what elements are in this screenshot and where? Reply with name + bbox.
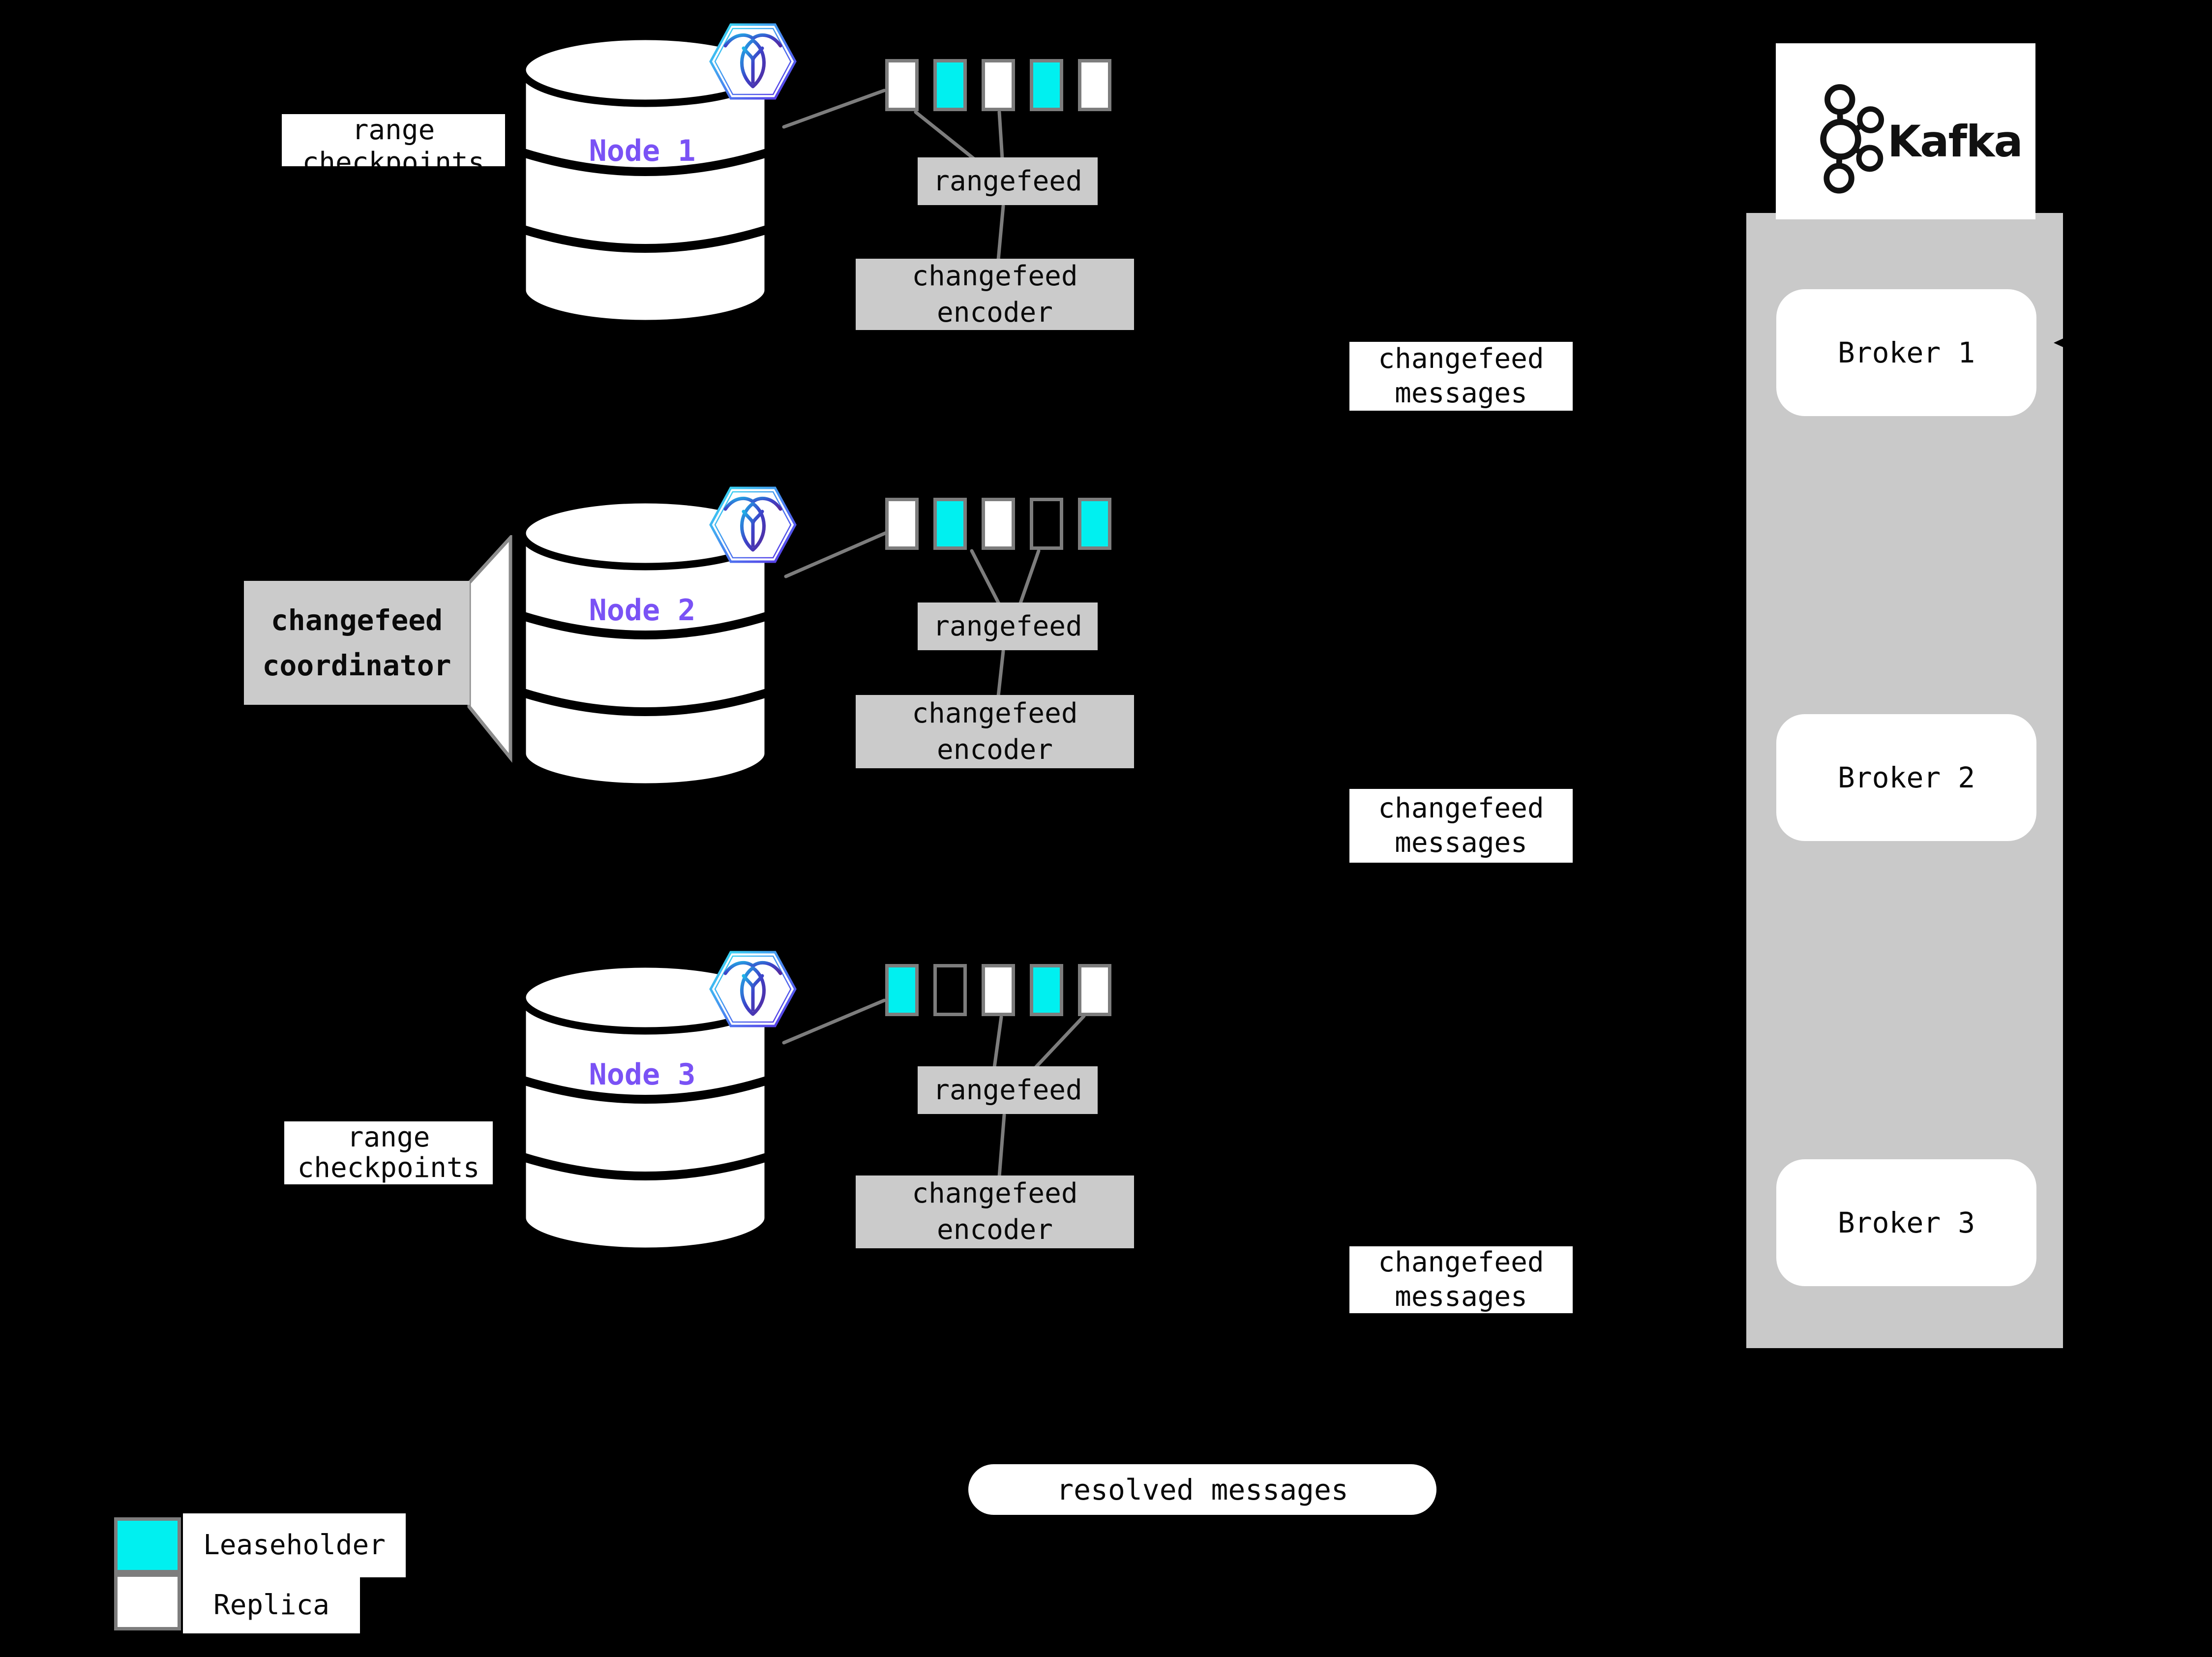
rangefeed-label: rangefeed [933, 1074, 1082, 1106]
resolved-messages-pill: resolved messages [968, 1464, 1436, 1515]
node-1-changefeed-messages-label: changefeed messages [1349, 342, 1573, 411]
messages-label-line2: messages [1395, 1281, 1527, 1313]
changefeed-coordinator-label: changefeed coordinator [244, 581, 470, 705]
kafka-icon [1794, 58, 1892, 206]
messages-label-line1: changefeed [1378, 343, 1544, 375]
range-checkpoints-line1: range [347, 1121, 430, 1153]
range-checkpoints-line2: checkpoints [297, 1152, 480, 1184]
broker-3-box: Broker 3 [1776, 1159, 2036, 1286]
node-2-cockroachdb-icon [709, 486, 797, 564]
node-2-replica-square [982, 498, 1015, 550]
node-3-replica-square [933, 964, 967, 1016]
node-3-replica-square [1078, 964, 1111, 1016]
coordinator-label-line2: coordinator [262, 649, 451, 682]
node-2-changefeed-messages-label: changefeed messages [1349, 789, 1573, 863]
node-2-replica-square [933, 498, 967, 550]
legend-replica-swatch [114, 1573, 181, 1630]
node-3-changefeed-messages-label: changefeed messages [1349, 1246, 1573, 1313]
messages-label-line1: changefeed [1378, 792, 1544, 824]
messages-label-line2: messages [1395, 827, 1527, 859]
node-2-replica-square [1030, 498, 1063, 550]
encoder-label-line1: changefeed [912, 260, 1078, 292]
kafka-wordmark: Kafka [1887, 116, 2023, 167]
coordinator-flap [467, 535, 512, 763]
node-1-replica-square [1030, 59, 1063, 111]
node-2-changefeed-encoder-box: changefeed encoder [856, 695, 1134, 768]
node-1-changefeed-encoder-box: changefeed encoder [856, 259, 1134, 330]
range-checkpoints-label-bottom: range checkpoints [284, 1121, 493, 1184]
legend-leaseholder-label: Leaseholder [183, 1513, 406, 1577]
node-2-label: Node 2 [589, 593, 696, 628]
node-3-replica-square [1030, 964, 1063, 1016]
messages-label-line1: changefeed [1378, 1246, 1544, 1278]
broker-2-box: Broker 2 [1776, 714, 2036, 841]
node-3-replica-square [982, 964, 1015, 1016]
node-1-replica-square [982, 59, 1015, 111]
broker-1-box: Broker 1 [1776, 289, 2036, 416]
encoder-label-line1: changefeed [912, 697, 1078, 729]
node-3-changefeed-encoder-box: changefeed encoder [856, 1175, 1134, 1248]
node-3-label: Node 3 [589, 1057, 696, 1092]
legend-replica-label: Replica [183, 1577, 360, 1633]
node-1-replica-square [885, 59, 919, 111]
encoder-label-line1: changefeed [912, 1177, 1078, 1209]
legend-leaseholder-swatch [114, 1517, 181, 1573]
rangefeed-label: rangefeed [933, 165, 1082, 197]
node-2-rangefeed-box: rangefeed [918, 603, 1098, 650]
node-1-replica-square [933, 59, 967, 111]
range-checkpoints-line1: range [352, 114, 435, 146]
legend-label-text: Replica [213, 1589, 329, 1621]
node-1-cockroachdb-icon [709, 23, 797, 100]
kafka-logo-box [1776, 43, 2035, 219]
node-3-cockroachdb-icon [709, 950, 797, 1028]
rangefeed-label: rangefeed [933, 610, 1082, 642]
range-checkpoints-line2: checkpoints [302, 147, 485, 166]
range-checkpoints-label-top: range checkpoints [282, 114, 505, 166]
node-2-replica-square [885, 498, 919, 550]
messages-label-line2: messages [1395, 377, 1527, 409]
encoder-label-line2: encoder [936, 1214, 1053, 1246]
node-3-replica-square [885, 964, 919, 1016]
coordinator-label-line1: changefeed [270, 603, 443, 637]
encoder-label-line2: encoder [936, 733, 1053, 766]
arrowhead-icon [2054, 337, 2065, 348]
node-2-replica-square [1078, 498, 1111, 550]
node-1-replica-square [1078, 59, 1111, 111]
node-3-rangefeed-box: rangefeed [918, 1066, 1098, 1114]
legend-label-text: Leaseholder [203, 1529, 386, 1561]
encoder-label-line2: encoder [936, 296, 1053, 329]
node-1-label: Node 1 [589, 134, 696, 168]
node-1-rangefeed-box: rangefeed [918, 157, 1098, 205]
